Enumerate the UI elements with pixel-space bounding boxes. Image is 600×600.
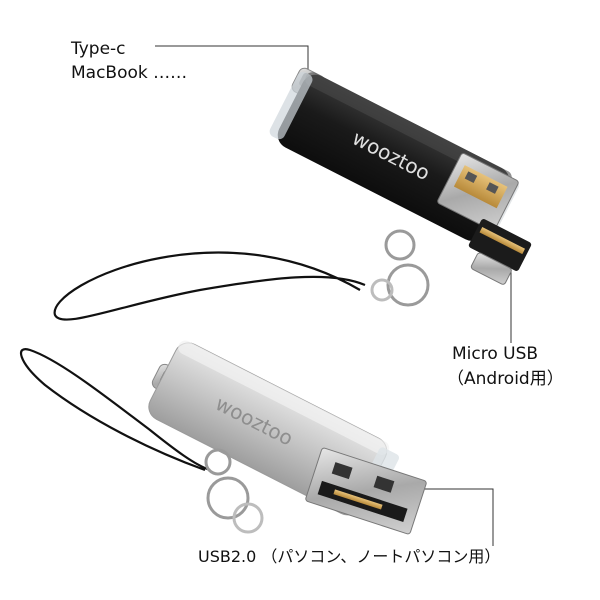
callout-line-typec [155,45,309,78]
black-key-ring [370,229,430,307]
macbook-label: MacBook …… [71,63,188,83]
silver-usb-a-plug [305,447,427,535]
callout-lines [155,45,512,546]
silver-lanyard [20,348,211,472]
silver-otg-drive: wooztoo [148,340,427,535]
callout-line-usb2 [420,488,494,546]
lanyard-cords [20,251,366,472]
silver-key-ring [204,448,264,534]
black-usb-a-plug [437,153,519,231]
clear-endcap [269,71,313,140]
micro-usb-plug [468,219,532,285]
black-lanyard [53,251,366,321]
usb2-label: USB2.0 （パソコン、ノートパソコン用） [198,547,501,566]
android-label: （Android用） [447,369,564,389]
micro-usb-label: Micro USB [452,344,539,364]
black-otg-drive: wooztoo [269,67,532,307]
type-c-label: Type-c [71,39,126,59]
